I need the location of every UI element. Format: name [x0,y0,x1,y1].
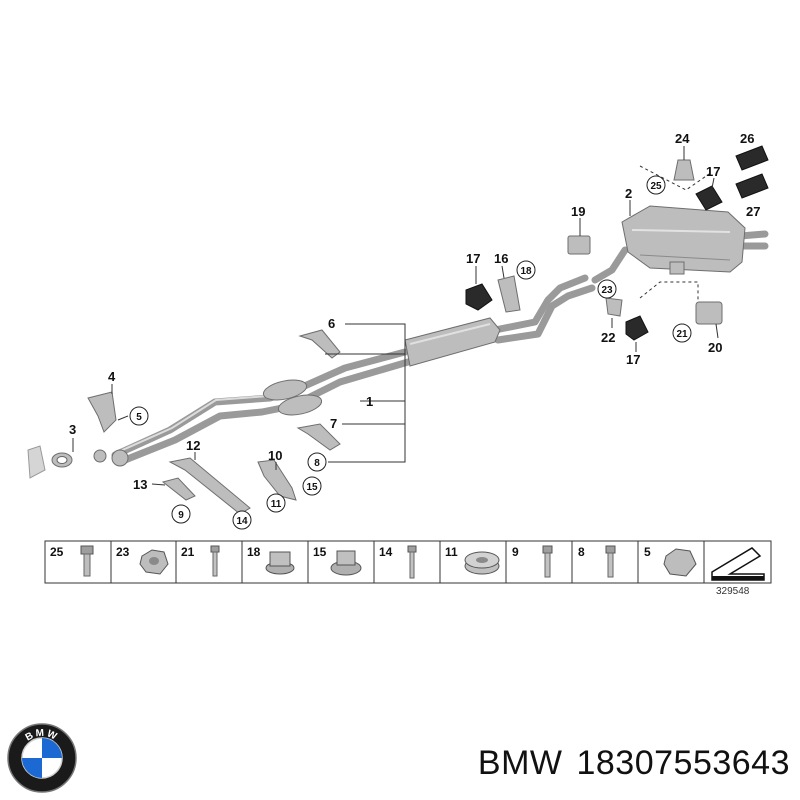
callout-19: 19 [571,204,585,219]
strip-number-9: 9 [512,545,519,559]
strip-number-18: 18 [247,545,261,559]
front-flange [27,391,129,479]
svg-text:21: 21 [676,329,688,340]
callout-21: 21 [672,323,692,343]
callout-9: 9 [171,504,191,524]
callout-14: 14 [232,510,252,530]
strip-number-25: 25 [50,545,64,559]
svg-text:11: 11 [271,499,282,510]
document-number: 329548 [716,586,750,597]
rear-muffler [621,205,746,275]
callout-6: 6 [328,316,335,331]
callout-22: 22 [601,330,615,345]
hangers [161,275,623,515]
washer-icon-11 [464,551,500,575]
callout-24: 24 [675,131,690,146]
svg-text:9: 9 [178,510,184,521]
callout-labels: 1 2 3 4 5 6 7 8 9 10 11 12 13 14 15 [69,131,760,530]
svg-text:15: 15 [306,482,318,493]
strip-number-11: 11 [445,545,458,559]
bolt-icon-21 [210,545,220,577]
strip-number-14: 14 [379,545,393,559]
rubber-mounts [465,145,769,341]
callout-17a: 17 [466,251,480,266]
callout-2: 2 [625,186,632,201]
strip-number-15: 15 [313,545,327,559]
svg-text:BMW: BMW [24,728,60,744]
svg-text:8: 8 [314,458,320,469]
leader-lines [72,146,719,486]
callout-4: 4 [108,369,116,384]
callout-25: 25 [646,175,666,195]
direction-arrow-icon [711,547,765,581]
callout-17c: 17 [706,164,720,179]
hex-nut-icon-5 [663,548,697,577]
callout-15: 15 [302,476,322,496]
svg-text:5: 5 [136,412,142,423]
callout-26: 26 [740,131,754,146]
hex-nut-icon-23 [139,549,169,575]
callout-7: 7 [330,416,337,431]
svg-text:23: 23 [601,285,613,296]
strip-number-23: 23 [116,545,130,559]
brand-caption: BMW 18307553643 [410,738,790,788]
svg-text:18: 18 [520,266,532,277]
callout-8: 8 [307,452,327,472]
callout-3: 3 [69,422,76,437]
svg-text:14: 14 [236,516,248,527]
callout-20: 20 [708,340,722,355]
callout-16: 16 [494,251,508,266]
callout-5: 5 [129,406,149,426]
bmw-logo: BMW [7,723,77,793]
callout-13: 13 [133,477,147,492]
strip-number-21: 21 [181,545,195,559]
parts-strip: 25 23 21 18 15 14 11 9 8 5 [44,540,772,584]
center-silencer [404,317,501,367]
callout-18: 18 [516,260,536,280]
svg-text:25: 25 [650,181,662,192]
callout-10: 10 [268,448,282,463]
strip-number-8: 8 [578,545,585,559]
callout-1: 1 [366,394,373,409]
flange-nut-icon-15 [330,550,362,576]
bolt-icon-9 [542,545,553,578]
callout-12: 12 [186,438,200,453]
flange-nut-icon-18 [265,551,295,575]
callout-11: 11 [266,493,286,513]
bolt-icon-25 [80,545,94,577]
callout-27: 27 [746,204,760,219]
callout-17b: 17 [626,352,640,367]
callout-23: 23 [597,279,617,299]
brand-name: BMW [477,743,563,782]
strip-number-5: 5 [644,545,651,559]
part-number: 18307553643 [576,743,790,782]
bolt-icon-14 [407,545,417,579]
bolt-icon-8 [605,545,616,578]
catalytic-converters [262,379,323,416]
